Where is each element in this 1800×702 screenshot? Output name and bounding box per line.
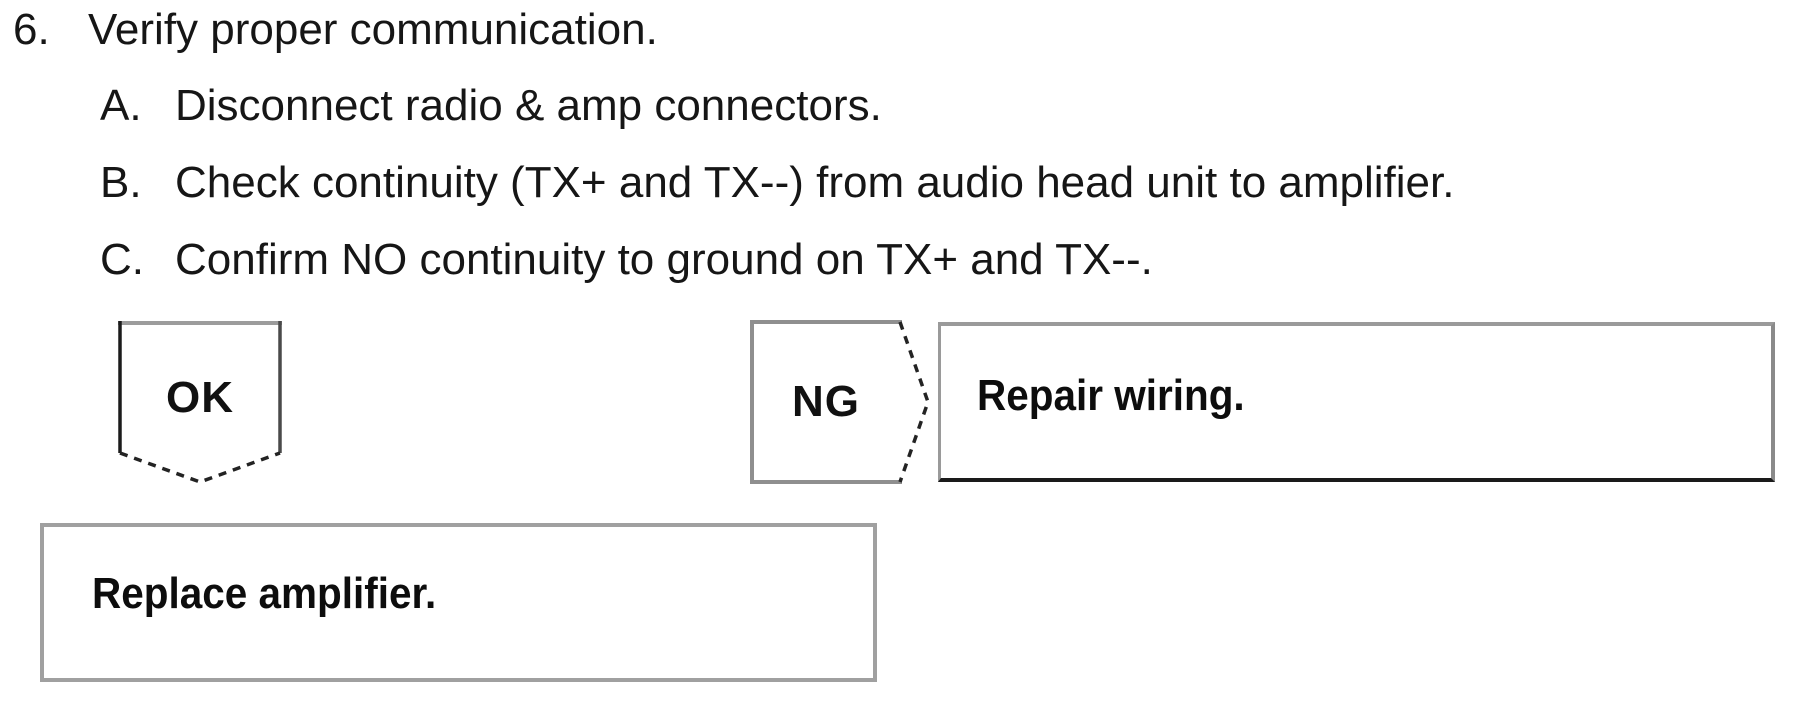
substep-line-c: C. Confirm NO continuity to ground on TX+… (100, 234, 1153, 286)
replace-amplifier-text: Replace amplifier. (92, 568, 437, 618)
step-line-6: 6. Verify proper communication. (13, 4, 658, 56)
ok-connector-label: OK (166, 373, 234, 422)
repair-wiring-box: Repair wiring. (938, 322, 1775, 482)
repair-wiring-text: Repair wiring. (977, 371, 1245, 420)
ok-connector-shape (118, 321, 282, 484)
substep-c-text: Confirm NO continuity to ground on TX+ a… (175, 235, 1153, 284)
substep-a-label: A. (100, 81, 142, 130)
ng-connector-label: NG (792, 377, 860, 426)
step-number: 6. (13, 5, 50, 54)
replace-amplifier-box: Replace amplifier. (40, 523, 877, 682)
substep-line-a: A. Disconnect radio & amp connectors. (100, 80, 882, 132)
substep-a-text: Disconnect radio & amp connectors. (175, 81, 882, 130)
substep-b-label: B. (100, 158, 142, 207)
substep-c-label: C. (100, 235, 144, 284)
substep-line-b: B. Check continuity (TX+ and TX--) from a… (100, 157, 1454, 209)
ng-right-arrow-icon (898, 321, 930, 483)
ng-connector-shape (750, 320, 930, 484)
substep-b-text: Check continuity (TX+ and TX--) from aud… (175, 158, 1455, 207)
ok-down-arrow-icon (119, 451, 281, 484)
step-title: Verify proper communication. (88, 5, 658, 54)
